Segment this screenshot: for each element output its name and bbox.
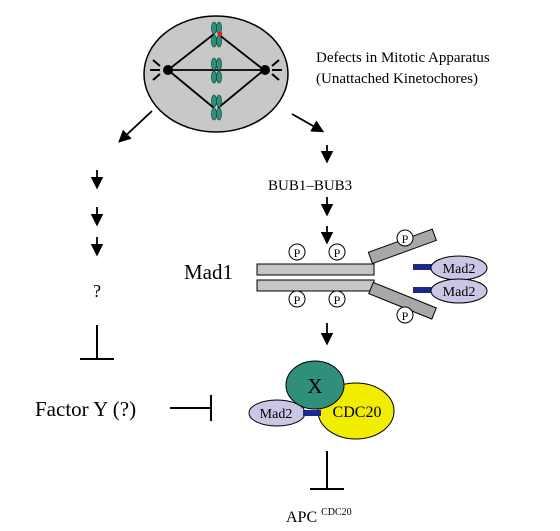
x-protein-label: X [307, 374, 322, 398]
mad1-dimer [256, 228, 438, 320]
svg-text:P: P [402, 309, 409, 323]
centrosome-left [163, 65, 173, 75]
checkpoint-complex: X Mad2 CDC20 [248, 360, 395, 440]
left-inhibition-bar [80, 325, 114, 360]
mad1-bar-upper [256, 263, 375, 276]
bub1-bub3-label: BUB1–BUB3 [268, 178, 352, 194]
mad1-label: Mad1 [184, 260, 233, 284]
apc-inhibition-bar [310, 451, 344, 490]
chromosome-middle [211, 57, 222, 84]
defects-label-line2: (Unattached Kinetochores) [316, 71, 478, 87]
unattached-kinetochore-mark [217, 31, 223, 37]
defects-label-line1: Defects in Mitotic Apparatus [316, 50, 490, 66]
phospho-top-3: P [396, 229, 414, 247]
mad1-mad2-linker-upper [413, 264, 435, 270]
phospho-bottom-1: P [288, 290, 306, 308]
arrow-cell-to-right [291, 113, 325, 133]
mad1-head-lower [368, 281, 437, 320]
mad1-mad2-linker-lower [413, 287, 435, 293]
unknown-intermediate-label: ? [93, 281, 101, 301]
mad2-cdc20-linker [303, 410, 321, 416]
svg-text:P: P [294, 246, 301, 260]
mad2-bound-label: Mad2 [260, 407, 293, 422]
phospho-top-2: P [328, 243, 346, 261]
factor-y-inhibition [170, 395, 212, 421]
phospho-bottom-2: P [328, 290, 346, 308]
apc-label-main: APC [286, 509, 317, 526]
mad1-bar-lower [256, 279, 375, 292]
x-protein [285, 360, 345, 410]
spindle-fibers [167, 33, 265, 109]
centrosome-rays [150, 59, 282, 81]
centrosome-right [260, 65, 270, 75]
mitotic-cell [143, 15, 289, 133]
chromosome-top [211, 21, 222, 48]
chromosome-bottom [211, 94, 222, 121]
svg-text:P: P [294, 293, 301, 307]
apc-label-superscript: CDC20 [321, 507, 352, 518]
arrow-cell-to-left [118, 110, 153, 143]
mad2-upper-label: Mad2 [443, 262, 476, 277]
phospho-top-1: P [288, 243, 306, 261]
factor-y-label: Factor Y (?) [35, 397, 136, 421]
mad2-lower [430, 278, 488, 304]
svg-text:P: P [334, 293, 341, 307]
apc-label: APC CDC20 [286, 507, 352, 526]
mad2-lower-label: Mad2 [443, 285, 476, 300]
cdc20-label: CDC20 [333, 404, 382, 421]
svg-text:P: P [334, 246, 341, 260]
svg-text:P: P [402, 232, 409, 246]
phospho-bottom-3: P [396, 306, 414, 324]
